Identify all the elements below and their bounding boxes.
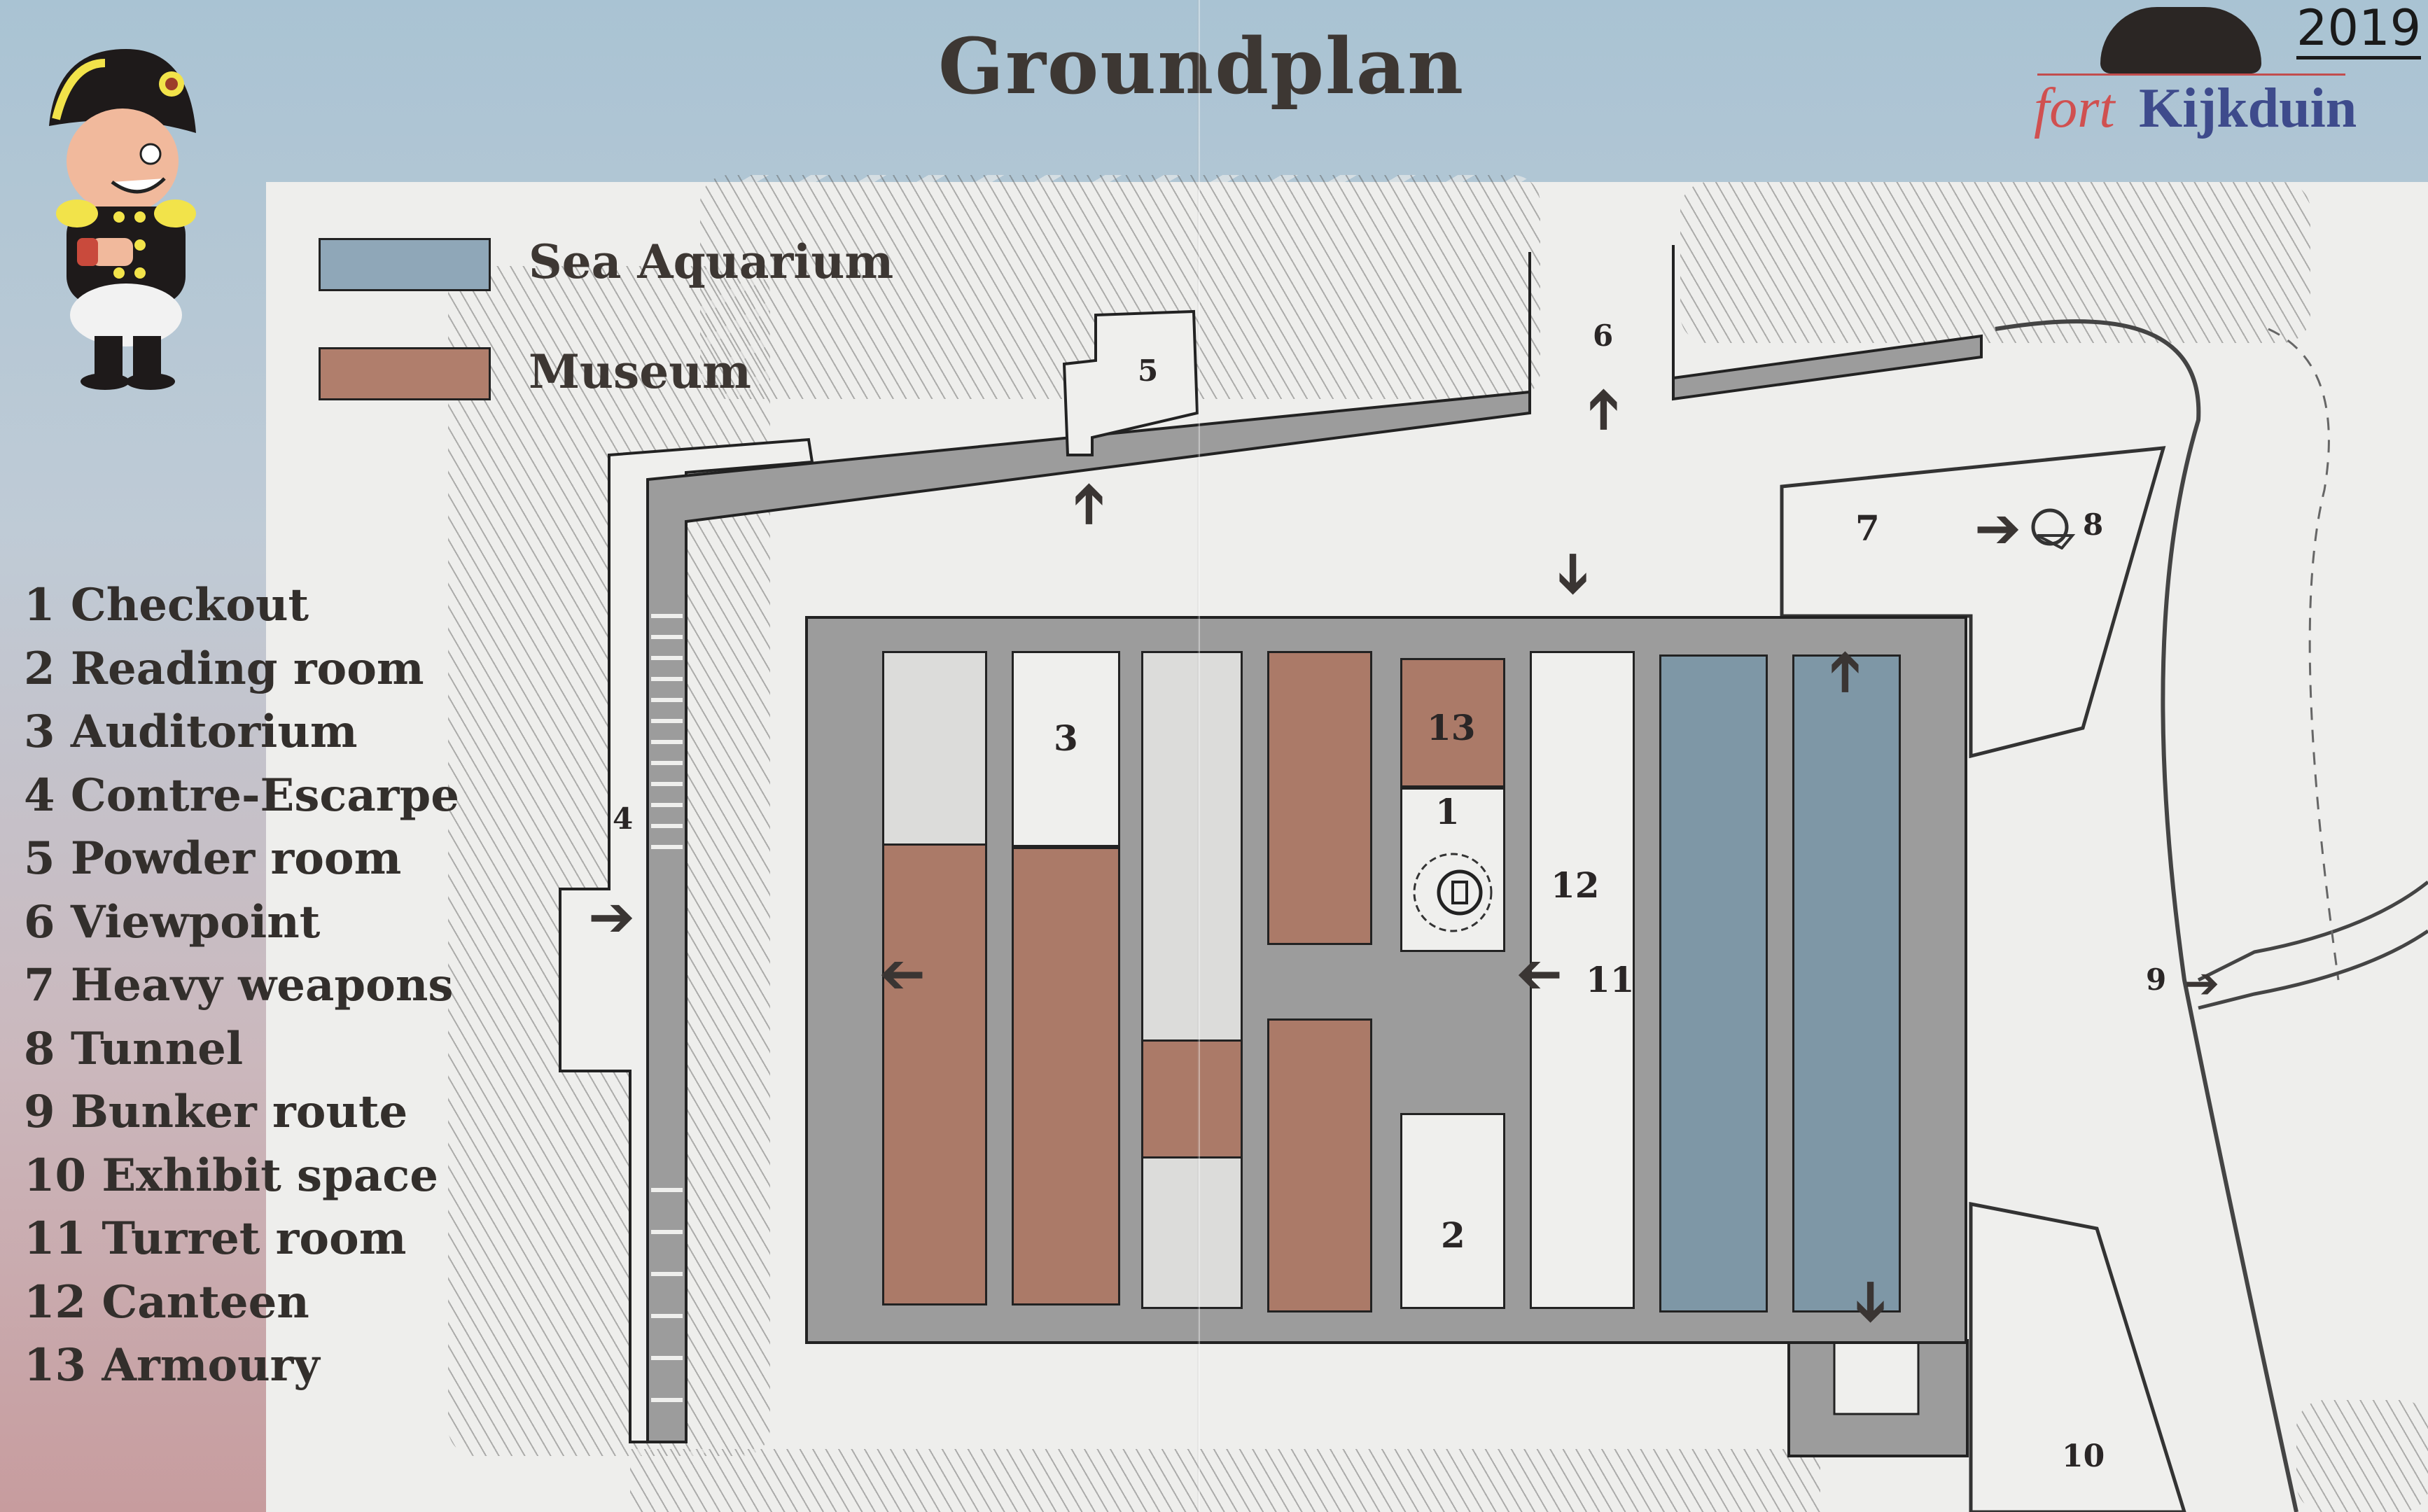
map-label-13: 13 xyxy=(1427,707,1476,748)
earthwork-hatch-bottom-right xyxy=(2296,1400,2428,1512)
legend-swatch-museum xyxy=(319,347,491,400)
room-canteen xyxy=(1530,651,1635,1309)
handwritten-year: 2019 xyxy=(2296,0,2422,59)
arrow-left-icon-museum: ➔ xyxy=(879,944,926,1009)
room-museum-c xyxy=(1141,1040,1243,1158)
tunnel-stair-icon xyxy=(2031,508,2076,550)
room-museum-a xyxy=(882,844,987,1306)
room-museum-e xyxy=(1267,1018,1372,1312)
bicorne-hat-icon xyxy=(2100,7,2261,74)
key-item-canteen: 12 Canteen xyxy=(24,1275,309,1329)
key-item-tunnel: 8 Tunnel xyxy=(24,1022,244,1075)
map-label-2: 2 xyxy=(1441,1214,1465,1256)
key-item-bunker-route: 9 Bunker route xyxy=(24,1086,408,1138)
paper-fold-crease xyxy=(1197,0,1200,1512)
map-label-3: 3 xyxy=(1054,718,1078,759)
key-item-powder-room: 5 Powder room xyxy=(24,832,402,885)
fort-kijkduin-logo: fort Kijkduin xyxy=(2016,0,2380,147)
map-label-8: 8 xyxy=(2083,507,2104,542)
map-label-5: 5 xyxy=(1138,354,1159,388)
map-label-7: 7 xyxy=(1855,507,1880,549)
room-key-list: 1 Checkout 2 Reading room 3 Auditorium 4… xyxy=(24,574,459,1398)
key-item-exhibit-space: 10 Exhibit space xyxy=(24,1149,438,1202)
room-gallery-c xyxy=(1141,651,1243,1309)
room-museum-d xyxy=(1267,651,1372,945)
room-armoury xyxy=(1400,658,1505,788)
arrow-right-icon-entrance: ➔ xyxy=(588,884,636,949)
arrow-right-icon-bunker-route: ➔ xyxy=(2184,959,2220,1008)
arrow-up-icon-viewpoint: ➔ xyxy=(1569,386,1635,433)
earthwork-hatch-bottom xyxy=(630,1449,1820,1512)
map-label-9: 9 xyxy=(2146,962,2167,997)
key-item-turret-room: 11 Turret room xyxy=(24,1212,407,1265)
legend-label-sea-aquarium: Sea Aquarium xyxy=(529,234,894,289)
map-label-6: 6 xyxy=(1593,318,1614,353)
room-museum-b xyxy=(1012,847,1120,1306)
room-auditorium xyxy=(1012,651,1120,847)
room-aquarium-a xyxy=(1659,654,1768,1312)
map-label-4: 4 xyxy=(613,802,634,836)
key-item-checkout: 1 Checkout xyxy=(24,579,309,631)
page-title: Groundplan xyxy=(938,21,1465,111)
room-aquarium-b xyxy=(1792,654,1901,1312)
map-label-11: 11 xyxy=(1586,959,1635,1000)
napoleon-mascot-icon xyxy=(49,49,196,390)
key-item-reading-room: 2 Reading room xyxy=(24,642,424,695)
spiral-staircase-icon xyxy=(1413,853,1493,932)
room-gallery-a xyxy=(882,651,987,847)
key-item-auditorium: 3 Auditorium xyxy=(24,706,358,758)
key-item-viewpoint: 6 Viewpoint xyxy=(24,895,321,948)
logo-rule xyxy=(2037,74,2345,76)
legend-label-museum: Museum xyxy=(529,344,752,399)
key-item-armoury: 13 Armoury xyxy=(24,1339,320,1392)
key-item-heavy-weapons: 7 Heavy weapons xyxy=(24,959,454,1011)
arrow-up-icon-aquarium: ➔ xyxy=(1810,648,1876,696)
arrow-down-icon-canteen: ➔ xyxy=(1542,550,1607,598)
logo-name: Kijkduin xyxy=(2139,78,2357,139)
room-checkout xyxy=(1400,788,1505,952)
earthwork-hatch-top-right xyxy=(1680,182,2310,343)
arrow-up-icon-powder-room: ➔ xyxy=(1054,480,1120,528)
arrow-down-icon-aquarium-exit: ➔ xyxy=(1839,1278,1905,1326)
map-label-1: 1 xyxy=(1435,791,1460,832)
arrow-left-icon-turret-room: ➔ xyxy=(1516,944,1563,1009)
map-label-10: 10 xyxy=(2062,1438,2105,1474)
fortress-building xyxy=(805,616,1967,1344)
legend-swatch-sea-aquarium xyxy=(319,238,491,291)
map-label-12: 12 xyxy=(1551,864,1600,906)
room-reading-room xyxy=(1400,1113,1505,1309)
arrow-right-icon-tunnel: ➔ xyxy=(1974,496,2022,561)
logo-prefix: fort xyxy=(2034,78,2115,139)
key-item-contre-escarpe: 4 Contre-Escarpe xyxy=(24,769,459,822)
